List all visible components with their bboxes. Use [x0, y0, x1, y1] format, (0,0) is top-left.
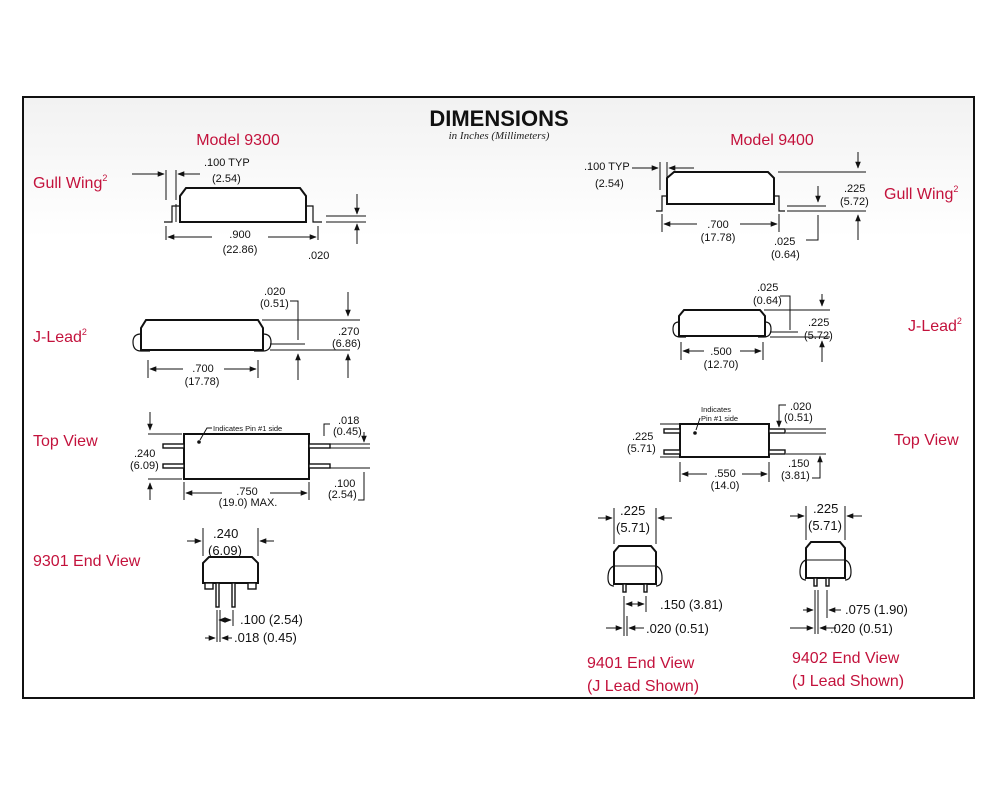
gull-9300-typ: .100 TYP — [204, 157, 250, 169]
gull-9300-lead: .020 — [308, 250, 329, 262]
end-9401-pitch: .150 (3.81) — [660, 597, 723, 612]
svg-text:Gull Wing2: Gull Wing2 — [884, 184, 958, 203]
jlead-9300-length: .700 — [192, 363, 213, 375]
jlead-9400-h-mm: (5.72) — [804, 330, 833, 342]
jlead-9400-length-mm: (12.70) — [704, 359, 739, 371]
gull-9400-h-mm: (5.72) — [840, 196, 869, 208]
top-9300-w: .240 — [134, 448, 155, 460]
top-view-9300-drawing — [147, 412, 370, 501]
model-9300-label: Model 9300 — [196, 132, 280, 149]
end-9402-w: .225 — [813, 501, 838, 516]
jlead-9300-length-mm: (17.78) — [185, 376, 220, 388]
gull-9400-typ: .100 TYP — [584, 161, 630, 173]
end-9402-pitch: .075 (1.90) — [845, 602, 908, 617]
jlead-9400-h: .225 — [808, 317, 829, 329]
end-9401-w: .225 — [620, 503, 645, 518]
top-9400-w: .225 — [632, 431, 653, 443]
top-9300-pitch-mm: (2.54) — [328, 489, 357, 501]
end-view-9401-drawing — [598, 508, 672, 636]
gull-9400-t: .025 — [774, 236, 795, 248]
top-9300-pin-mm: (0.45) — [333, 426, 362, 438]
end-view-9401-label: 9401 End View — [587, 655, 695, 672]
page-subtitle: in Inches (Millimeters) — [449, 130, 550, 142]
gull-wing-right-label: Gull Wing2 — [884, 184, 958, 203]
jlead-9300-h: .270 — [338, 326, 359, 338]
svg-text:J-Lead2: J-Lead2 — [33, 327, 87, 346]
end-view-9402-label: 9402 End View — [792, 650, 900, 667]
model-9400-label: Model 9400 — [730, 132, 814, 149]
top-view-right-label: Top View — [894, 432, 959, 449]
top-9300-length: .750 — [236, 486, 257, 498]
gull-9400-length-mm: (17.78) — [701, 232, 736, 244]
end-view-9301-label: 9301 End View — [33, 553, 141, 570]
end-9402-w-mm: (5.71) — [808, 518, 842, 533]
gull-9400-t-mm: (0.64) — [771, 249, 800, 261]
jlead-9400-t: .025 — [757, 282, 778, 294]
end-9301-w: .240 — [213, 526, 238, 541]
svg-text:J-Lead2: J-Lead2 — [908, 316, 962, 335]
top-9300-note: Indicates Pin #1 side — [213, 424, 282, 433]
top-9300-w-mm: (6.09) — [130, 460, 159, 472]
jlead-9400-length: .500 — [710, 346, 731, 358]
end-9401-pin: .020 (0.51) — [646, 621, 709, 636]
j-lead-9400-drawing — [672, 294, 830, 362]
end-view-9402-drawing — [790, 506, 862, 634]
end-view-9402-sublabel: (J Lead Shown) — [792, 673, 904, 690]
top-9400-pin-mm: (0.51) — [784, 412, 813, 424]
jlead-9400-t-mm: (0.64) — [753, 295, 782, 307]
gull-9300-length-mm: (22.86) — [223, 244, 258, 256]
top-9400-pitch: .150 — [788, 458, 809, 470]
end-9301-pitch: .100 (2.54) — [240, 612, 303, 627]
jlead-9300-t: .020 — [264, 286, 285, 298]
gull-wing-left-label: Gull Wing2 — [33, 173, 107, 192]
end-9401-w-mm: (5.71) — [616, 520, 650, 535]
end-9402-pin: .020 (0.51) — [830, 621, 893, 636]
jlead-9300-t-mm: (0.51) — [260, 298, 289, 310]
top-9400-length: .550 — [714, 468, 735, 480]
top-9400-pitch-mm: (3.81) — [781, 470, 810, 482]
top-view-left-label: Top View — [33, 433, 98, 450]
end-view-9301-drawing — [187, 528, 274, 642]
end-9301-w-mm: (6.09) — [208, 543, 242, 558]
gull-9300-length: .900 — [229, 229, 250, 241]
top-9300-pitch: .100 — [334, 478, 355, 490]
j-lead-left-label: J-Lead2 — [33, 327, 87, 346]
top-9400-length-mm: (14.0) — [711, 480, 740, 492]
gull-9400-h: .225 — [844, 183, 865, 195]
top-9300-pin: .018 — [338, 415, 359, 427]
top-9400-pin: .020 — [790, 401, 811, 413]
top-9400-note-2: Pin #1 side — [701, 414, 738, 423]
gull-9300-typ-mm: (2.54) — [212, 173, 241, 185]
end-view-9401-sublabel: (J Lead Shown) — [587, 678, 699, 695]
top-9400-w-mm: (5.71) — [627, 443, 656, 455]
gull-wing-9400-drawing — [632, 152, 866, 241]
j-lead-9300-drawing — [132, 292, 360, 380]
top-9400-note-1: Indicates — [701, 405, 731, 414]
svg-text:Gull Wing2: Gull Wing2 — [33, 173, 107, 192]
jlead-9300-h-mm: (6.86) — [332, 338, 361, 350]
page-title: DIMENSIONS — [429, 106, 568, 131]
gull-9400-length: .700 — [707, 219, 728, 231]
gull-wing-9300-drawing — [132, 170, 366, 244]
top-9300-length-mm: (19.0) MAX. — [219, 497, 278, 509]
end-9301-pin: .018 (0.45) — [234, 630, 297, 645]
top-view-9400-drawing — [660, 404, 826, 482]
j-lead-right-label: J-Lead2 — [908, 316, 962, 335]
gull-9400-typ-mm: (2.54) — [595, 178, 624, 190]
